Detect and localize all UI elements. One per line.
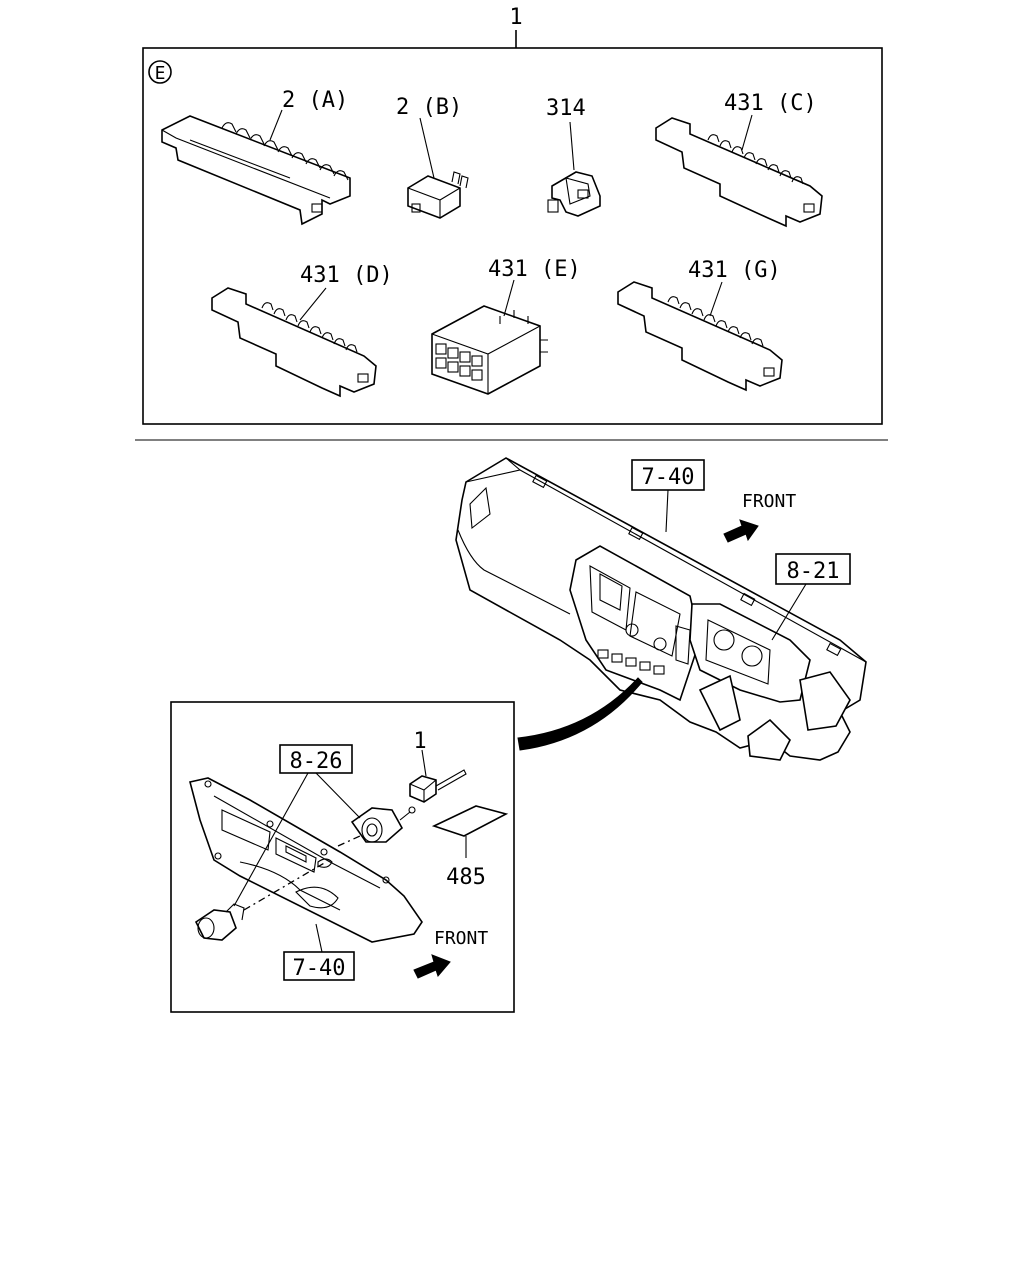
inset-detail-box: 8-26 1 485 7-40 FRONT [170,701,515,1013]
relay-314: 314 [546,96,601,217]
callout-431e: 431 (E) [488,257,581,282]
callout-inset-index: 1 [413,729,426,754]
ref-meter-cluster-label: 8-21 [787,559,840,584]
ref-panel-label: 7-40 [293,956,346,981]
center-lower-panel [189,777,423,943]
detail-pointer-arrow [517,677,643,751]
ref-socket: 8-26 [233,744,361,907]
callout-2b: 2 (B) [396,95,462,120]
front-label-inset: FRONT [434,928,488,949]
front-arrow-icon [723,519,759,543]
group-marker: E [148,60,172,84]
callout-314: 314 [546,96,586,121]
callout-2a: 2 (A) [282,88,348,113]
relay-block-431e: 431 (E) [431,257,581,395]
callout-431g: 431 (G) [688,258,781,283]
front-label-top: FRONT [742,491,796,512]
callout-485: 485 [446,865,486,890]
ref-meter-cluster: 8-21 [771,553,851,641]
front-direction-indicator: FRONT [723,491,796,543]
relay-2b: 2 (B) [396,95,469,219]
fuse-holder-431d: 431 (D) [211,263,393,398]
fuse-block-2a: 2 (A) [161,88,351,226]
fuse-holder-431c: 431 (C) [655,91,823,228]
ref-dash-panel: 7-40 [631,459,705,533]
ref-panel: 7-40 [283,923,355,981]
front-direction-indicator-inset: FRONT [413,928,488,979]
ref-socket-label: 8-26 [290,749,343,774]
connector-kit-box: 1 E 2 (A) [142,5,883,425]
label-plate-485: 485 [431,805,509,890]
accessory-plug-lower [194,903,245,941]
inset-fuse: 1 [409,729,467,803]
callout-top-index: 1 [509,5,522,30]
front-arrow-inset-icon [413,954,451,979]
callout-431c: 431 (C) [724,91,817,116]
dashboard-assembly: 7-40 8-21 FRONT [455,457,867,761]
group-marker-label: E [155,63,166,84]
ref-dash-panel-label: 7-40 [642,465,695,490]
accessory-socket-upper [350,806,416,843]
fuse-holder-431g: 431 (G) [617,258,783,392]
callout-431d: 431 (D) [300,263,393,288]
